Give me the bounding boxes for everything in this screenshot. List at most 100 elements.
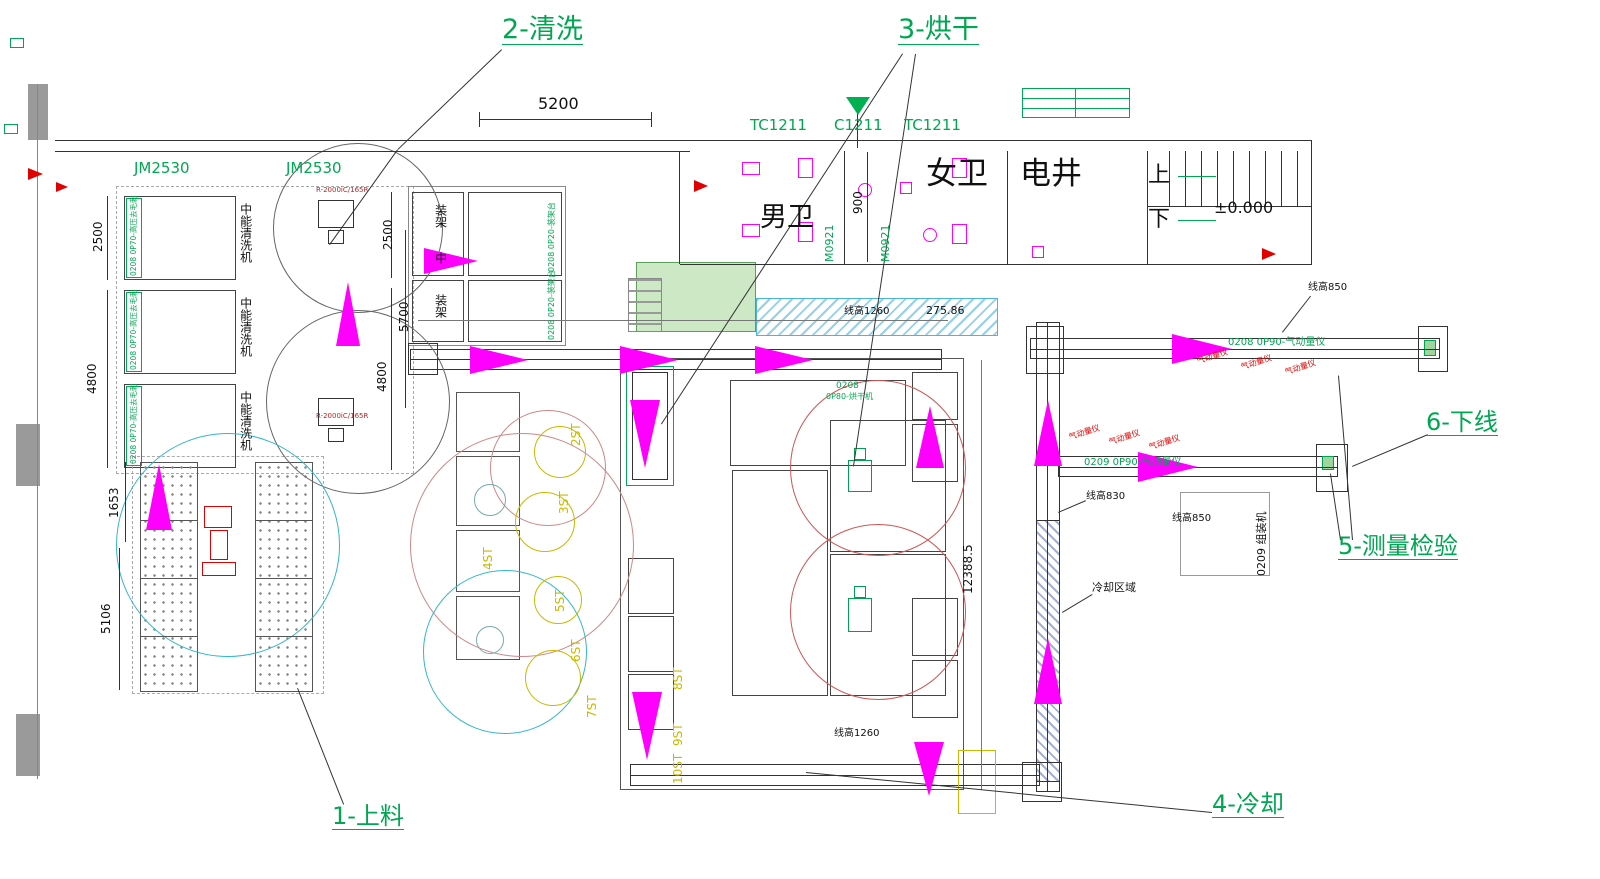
- assembler-label: 0209 组装机: [1255, 511, 1268, 577]
- station-7st: 7ST: [585, 695, 599, 718]
- green-schedule-table: [1022, 88, 1130, 118]
- stair-mid-line: [1148, 206, 1312, 207]
- dim-5106: 5106: [99, 603, 113, 634]
- leader-line-height-830: [1058, 500, 1087, 513]
- line-height-1260-top: 线高1260: [844, 306, 890, 317]
- toilet-fixture-4: [798, 222, 813, 242]
- station-5st: 5ST: [553, 589, 567, 612]
- dim-900-line: [867, 152, 868, 262]
- bottom-conveyor-rail: [630, 775, 1040, 776]
- flow-arrow-dryer-side-up: [916, 406, 944, 468]
- dim-5200-tick-r: [651, 112, 652, 127]
- gauge-station-line2: 0209 0P90-气动量仪: [1084, 457, 1182, 468]
- station-2st: 2ST: [569, 423, 583, 446]
- washer-name-3: 中能清洗机: [238, 391, 253, 451]
- pallet2-div-2: [255, 578, 313, 579]
- red-marker-1: [28, 168, 43, 180]
- pallet2-div-3: [255, 636, 313, 637]
- pneumatic-gauge-red-6: 气动量仪: [1147, 433, 1181, 452]
- dim-5106-line: [119, 548, 120, 690]
- robot-model-b: R-2000iC/165R: [316, 412, 369, 420]
- red-marker-4: [1262, 248, 1276, 260]
- yellow-pallet-box: [958, 750, 996, 814]
- flow-arrow-vertical-up-1: [1034, 400, 1062, 466]
- green-marker-1: [10, 38, 24, 48]
- robot-model-a: R-2000iC/165R: [316, 186, 369, 194]
- gauge-conveyor-top: [1030, 338, 1440, 359]
- restroom-right: [1311, 140, 1312, 264]
- door-code-m0921-a: M0921: [823, 224, 836, 263]
- station-reach-cyan: [423, 570, 587, 734]
- stair-tread-8: [1281, 151, 1282, 206]
- stair-up: 上: [1148, 163, 1171, 188]
- dim-5200-line: [480, 119, 652, 120]
- room-womens-toilet: 女卫: [926, 156, 988, 192]
- rack-name-a: 装架: [433, 204, 448, 228]
- wall-top-1: [55, 140, 1312, 141]
- robot-reach-loading: [116, 433, 340, 657]
- flow-arrow-vertical-up-2: [1034, 638, 1062, 704]
- green-marker-2: [4, 124, 18, 134]
- assembler-box: [1180, 492, 1270, 576]
- dim-1653: 1653: [107, 487, 121, 518]
- stair-steps-block: [628, 278, 662, 332]
- gauge-conveyor-mid-rail: [1058, 467, 1338, 468]
- process-label-5: 5-测量检验: [1338, 532, 1458, 561]
- room-code-tc1211-b: TC1211: [904, 116, 961, 134]
- level-mark: ±0.000: [1214, 198, 1274, 217]
- wall-column-3: [16, 714, 40, 776]
- room-mens-toilet: 男卫: [760, 202, 814, 233]
- station-circle-3: [534, 576, 582, 624]
- room-code-tc1211-a: TC1211: [750, 116, 807, 134]
- gauge-conveyor-top-end-green: [1424, 340, 1436, 356]
- line-height-850-mid: 线高850: [1172, 513, 1212, 524]
- dim-275-line: [418, 320, 948, 321]
- station-circle-1: [534, 426, 586, 478]
- dim-1653-line: [125, 462, 126, 542]
- pneumatic-gauge-red-4: 气动量仪: [1067, 423, 1101, 442]
- process-label-6: 6-下线: [1426, 408, 1498, 437]
- station-9st: 9ST: [671, 723, 685, 746]
- leader-1-load: [297, 688, 344, 805]
- station-circle-4: [525, 650, 581, 706]
- dim-2500-b: 2500: [381, 219, 395, 250]
- dim-4800-b: 4800: [375, 361, 389, 392]
- line-height-1260-bottom: 线高1260: [834, 728, 880, 739]
- rack-green-label-2: 0208 0P20-装架台: [547, 270, 556, 340]
- dim-4800a-line: [107, 290, 109, 468]
- green-table-col: [1075, 88, 1076, 118]
- dim-4800b-line: [391, 288, 392, 470]
- dim-4800-a: 4800: [85, 363, 99, 394]
- toilet-round-1: [858, 183, 872, 197]
- dryer-left-unit-2: [628, 616, 674, 672]
- dim-900: 900: [851, 191, 865, 214]
- dryer-code-0p80: 0P80-烘干机: [826, 392, 873, 401]
- dim-275-86: 275.86: [926, 304, 965, 317]
- room-electrical-shaft: 电井: [1020, 156, 1082, 192]
- flow-arrow-conveyor-3: [755, 346, 813, 374]
- toilet-fixture-2: [742, 224, 760, 237]
- dim-2500a-line: [107, 196, 108, 280]
- process-label-1: 1-上料: [332, 802, 404, 831]
- gauge-conveyor-mid-end-green: [1322, 456, 1334, 470]
- gauge-conveyor-mid: [1058, 456, 1338, 477]
- dryer-code-0208: 0208: [836, 381, 859, 391]
- toilet-round-2: [923, 228, 937, 242]
- toilet-fixture-7: [900, 182, 912, 194]
- flow-arrow-rack-right: [424, 248, 478, 274]
- flow-arrow-gauge-top: [1172, 334, 1232, 364]
- red-marker-2: [56, 182, 68, 192]
- flow-arrow-dryer-in: [630, 400, 660, 468]
- flow-arrow-wash-up: [336, 282, 360, 346]
- pallet1-div-2: [140, 578, 198, 579]
- dim-2500-a: 2500: [91, 221, 105, 252]
- stair-tread-2: [1185, 151, 1186, 206]
- green-table-row-2: [1022, 108, 1130, 109]
- restroom-bottom: [680, 264, 1312, 265]
- process-label-3: 3-烘干: [898, 14, 979, 46]
- rack-name-mid: 中: [433, 252, 448, 264]
- pallet2-div-1: [255, 520, 313, 521]
- stair-down: 下: [1148, 207, 1171, 232]
- red-marker-3: [694, 180, 708, 192]
- washer-strip-label-1: 0208 0P70-高压去毛刺: [129, 195, 138, 276]
